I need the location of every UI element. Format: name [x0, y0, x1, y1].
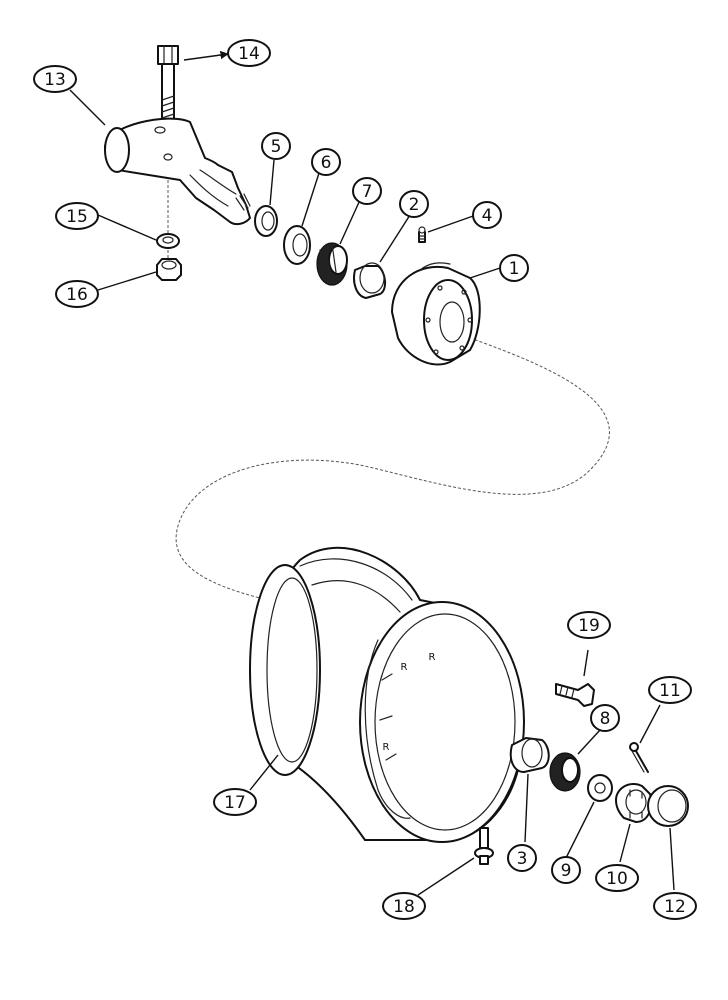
callout-8: 8 — [590, 704, 620, 732]
callout-9: 9 — [551, 856, 581, 884]
callout-15: 15 — [55, 202, 99, 230]
svg-text:5: 5 — [271, 137, 282, 157]
callout-2: 2 — [399, 190, 429, 218]
leader-17 — [249, 754, 279, 791]
dust-cap-part-12 — [647, 785, 689, 827]
svg-text:6: 6 — [321, 153, 332, 173]
bearing-cone-part-8 — [549, 752, 581, 792]
ring-part-6 — [283, 225, 311, 265]
svg-text:13: 13 — [44, 70, 66, 90]
leader-13 — [69, 89, 106, 126]
rim-mark-2: R — [401, 662, 408, 673]
grease-fitting-part-4 — [418, 226, 426, 243]
bolt-part-14 — [157, 45, 179, 133]
leader-9 — [565, 801, 595, 859]
lug-bolt-part-19 — [555, 683, 595, 707]
callout-11: 11 — [648, 676, 692, 704]
leader-12 — [669, 827, 675, 891]
castle-nut-part-10 — [615, 782, 653, 823]
svg-text:1: 1 — [509, 259, 520, 279]
leader-2 — [379, 214, 411, 263]
svg-text:16: 16 — [66, 285, 88, 305]
svg-text:3: 3 — [517, 849, 528, 869]
svg-text:19: 19 — [578, 616, 600, 636]
callout-5: 5 — [261, 132, 291, 160]
svg-text:10: 10 — [606, 869, 628, 889]
leader-1 — [469, 267, 501, 279]
leader-10 — [619, 823, 631, 863]
svg-text:4: 4 — [482, 206, 493, 226]
svg-text:7: 7 — [362, 182, 373, 202]
callout-19: 19 — [567, 611, 611, 639]
washer-part-9 — [587, 774, 613, 802]
bearing-cone-part-7 — [316, 242, 348, 286]
svg-text:9: 9 — [561, 861, 572, 881]
leader-15 — [97, 214, 157, 241]
leader-7 — [339, 199, 361, 245]
bearing-cup-part-3 — [509, 737, 550, 773]
leader-16 — [97, 271, 157, 291]
leader-11 — [639, 704, 661, 744]
leader-6 — [301, 169, 321, 227]
callout-1: 1 — [499, 254, 529, 282]
leader-3 — [524, 773, 529, 843]
svg-text:8: 8 — [600, 709, 611, 729]
svg-text:18: 18 — [393, 897, 415, 917]
callout-4: 4 — [472, 201, 502, 229]
assembly-path-line — [175, 337, 610, 606]
cotter-pin-part-11 — [629, 742, 649, 773]
leader-19 — [583, 649, 589, 677]
callout-12: 12 — [653, 892, 697, 920]
valve-stem-part-18 — [474, 827, 494, 865]
svg-text:12: 12 — [664, 897, 686, 917]
seal-part-5 — [254, 205, 278, 237]
callout-10: 10 — [595, 864, 639, 892]
svg-text:11: 11 — [659, 681, 681, 701]
svg-text:15: 15 — [66, 207, 88, 227]
callout-17: 17 — [213, 788, 257, 816]
callout-18: 18 — [382, 892, 426, 920]
leader-4 — [427, 214, 477, 233]
callout-3: 3 — [507, 844, 537, 872]
bearing-cup-part-2 — [353, 262, 386, 299]
rim-mark-3: R — [383, 742, 390, 753]
callout-16: 16 — [55, 280, 99, 308]
callout-6: 6 — [311, 148, 341, 176]
callout-13: 13 — [33, 65, 77, 93]
leader-14 — [183, 50, 229, 61]
svg-text:14: 14 — [238, 44, 260, 64]
svg-text:2: 2 — [409, 195, 420, 215]
leader-18 — [417, 857, 475, 896]
wheel-hub-part-1 — [391, 262, 481, 366]
leader-5 — [269, 159, 275, 206]
rim-mark-1: R — [429, 652, 436, 663]
leader-8 — [577, 729, 601, 755]
callout-14: 14 — [227, 39, 271, 67]
callout-7: 7 — [352, 177, 382, 205]
hex-nut-part-16 — [156, 258, 182, 281]
spindle-part-13 — [103, 117, 251, 226]
lock-washer-part-15 — [156, 233, 180, 249]
svg-text:17: 17 — [224, 793, 246, 813]
wheel-rim-part-17 — [249, 546, 525, 843]
